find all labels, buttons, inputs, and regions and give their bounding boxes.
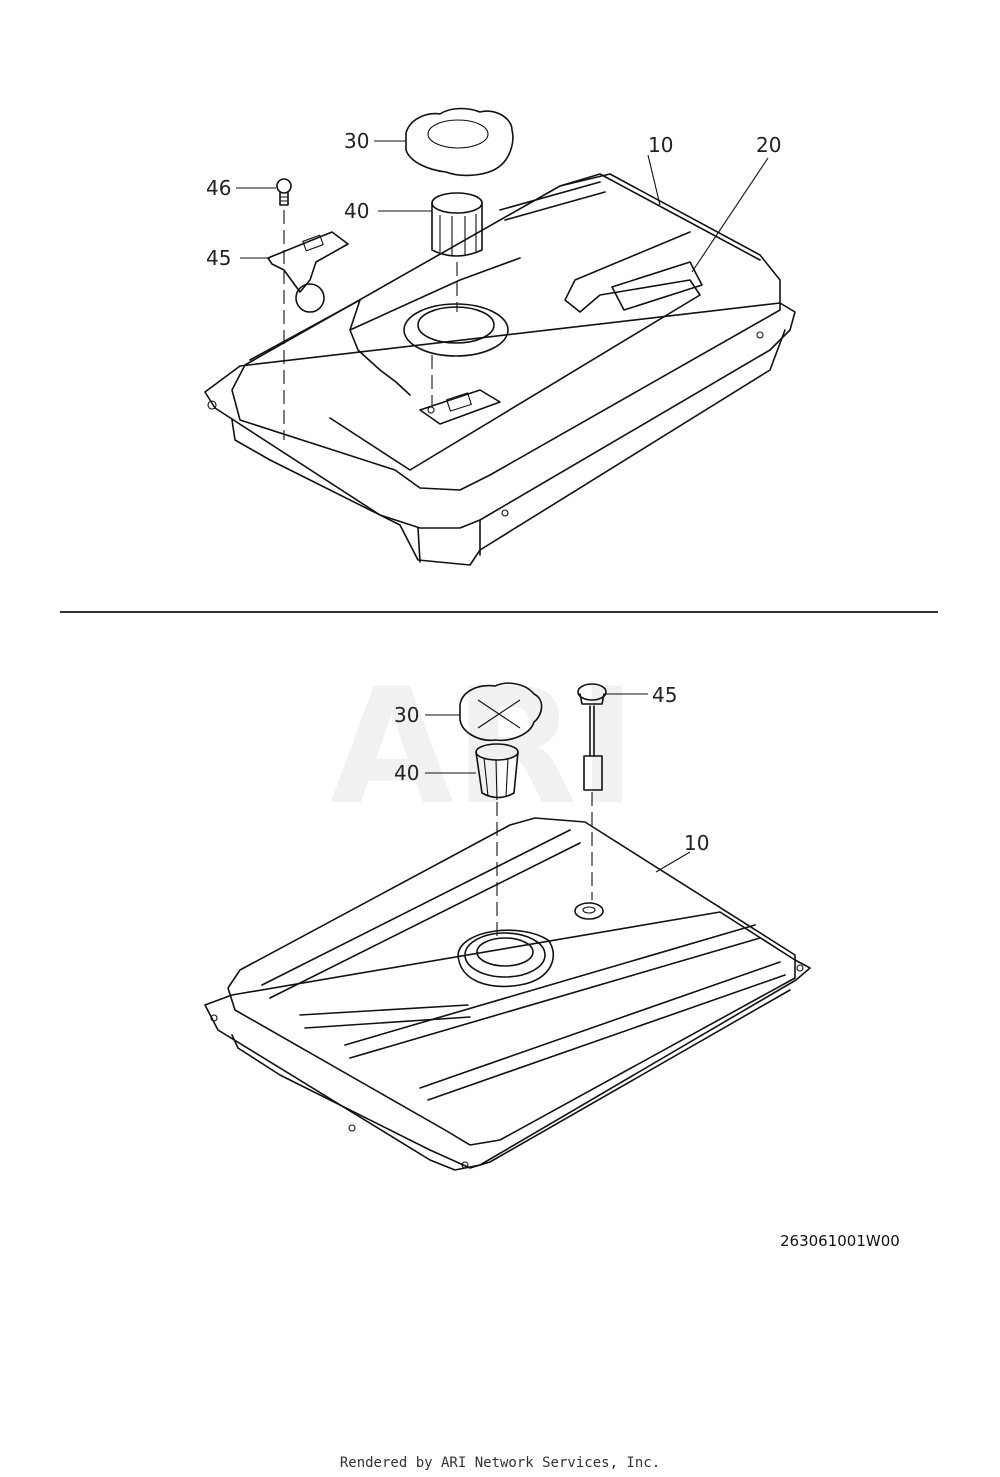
footer-credit: Rendered by ARI Network Services, Inc.	[339, 1455, 661, 1471]
upper-callout-20: 20	[756, 133, 781, 157]
upper-callout-45: 45	[206, 246, 231, 270]
upper-callout-46: 46	[206, 176, 231, 200]
lower-callout-40: 40	[394, 761, 419, 785]
upper-callout-10: 10	[648, 133, 673, 157]
lower-callout-10: 10	[684, 831, 709, 855]
lower-fuel-tank-drawing	[204, 682, 811, 1171]
upper-callout-30: 30	[344, 129, 369, 153]
upper-fuel-tank-drawing	[204, 107, 796, 566]
diagram-part-code: 263061001W00	[780, 1232, 900, 1250]
upper-callout-40: 40	[344, 199, 369, 223]
lower-leader-lines	[425, 693, 691, 873]
lower-callout-45: 45	[652, 683, 677, 707]
upper-leader-lines	[236, 140, 769, 273]
lower-callout-30: 30	[394, 703, 419, 727]
